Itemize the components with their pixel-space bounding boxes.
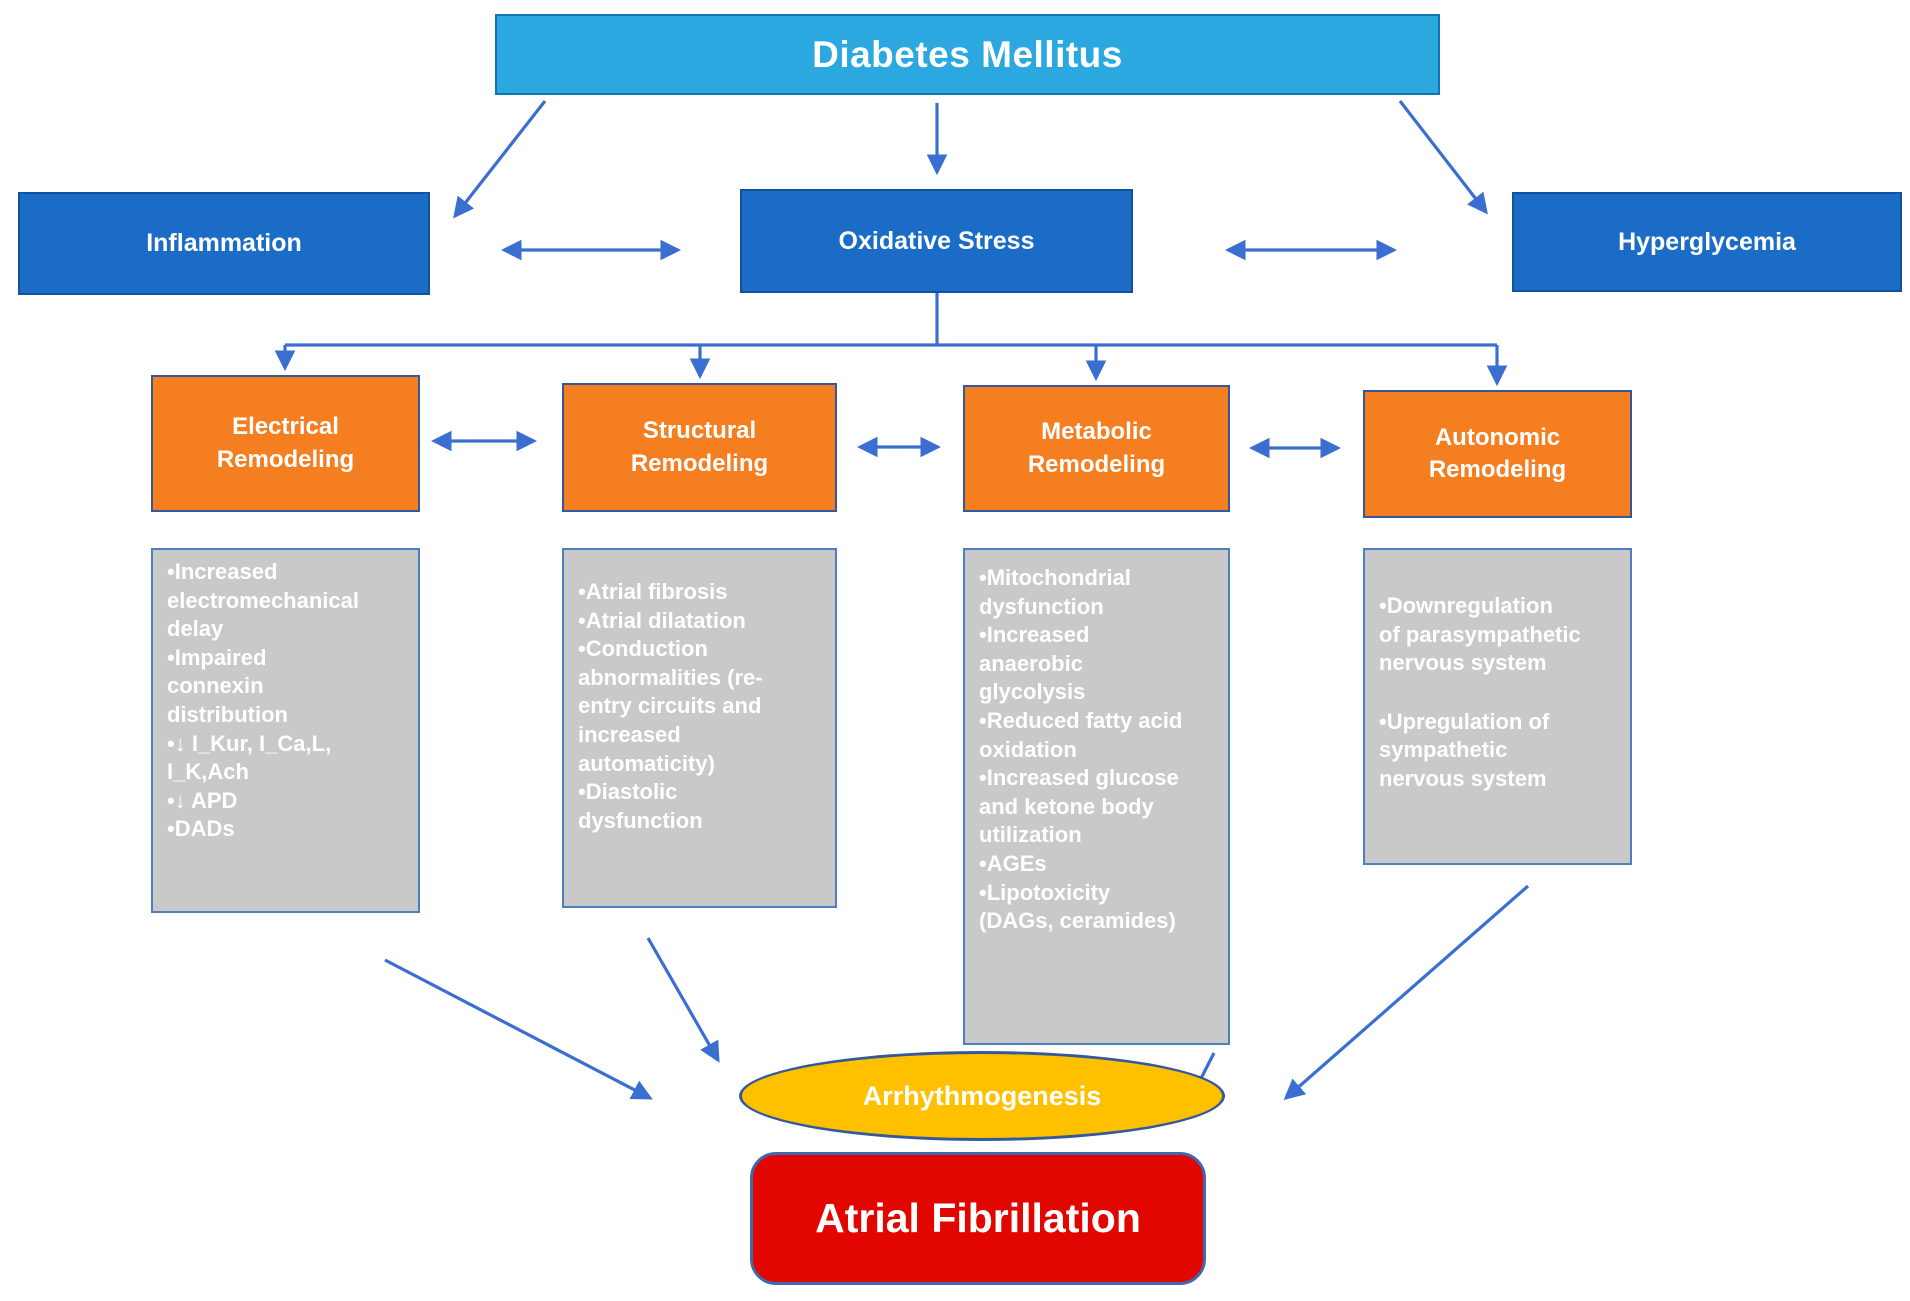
detail-item: •AGEs [979,850,1047,876]
detail-item: •Lipotoxicity (DAGs, ceramides) [979,879,1176,934]
connector-oxidative-to-remodeling-spine [285,293,1497,347]
detail-item: •Mitochondrial dysfunction [979,565,1131,619]
detail-item: •Upregulation of sympathetic nervous sys… [1379,708,1550,791]
node-atrial-fibrillation: Atrial Fibrillation [750,1152,1206,1285]
detail-item: •Atrial fibrosis [578,579,728,604]
detail-item: •Increased anaerobic glycolysis [979,622,1090,705]
arrow-diabetes-to-inflammation [453,100,547,219]
arrow-structural-to-arrhythmogenesis [646,937,720,1063]
panel-autonomic-remodeling-details: •Downregulation of parasympathetic nervo… [1363,548,1632,865]
panel-metabolic-remodeling-details: •Mitochondrial dysfunction •Increased an… [963,548,1230,1045]
detail-item: •Diastolic dysfunction [578,779,703,833]
detail-item: •Downregulation of parasympathetic nervo… [1379,593,1581,676]
node-inflammation: Inflammation [18,192,430,295]
detail-item: •↓ I_Kur, I_Ca,L, I_K,Ach [167,730,332,785]
panel-structural-remodeling-details: •Atrial fibrosis •Atrial dilatation •Con… [562,548,837,908]
detail-item: •Conduction abnormalities (re- entry cir… [578,636,763,776]
node-diabetes-mellitus: Diabetes Mellitus [495,14,1440,95]
arrow-autonomic-to-arrhythmogenesis [1283,884,1530,1101]
detail-item: •Increased electromechanical delay [167,559,359,642]
detail-item: •DADs [167,816,235,842]
node-autonomic-remodeling: Autonomic Remodeling [1363,390,1632,518]
node-metabolic-remodeling: Metabolic Remodeling [963,385,1230,512]
node-structural-remodeling: Structural Remodeling [562,383,837,512]
detail-item: •Increased glucose and ketone body utili… [979,765,1179,848]
node-hyperglycemia: Hyperglycemia [1512,192,1902,292]
panel-electrical-remodeling-details: •Increased electromechanical delay •Impa… [151,548,420,913]
detail-item: •Atrial dilatation [578,607,746,633]
detail-item: •↓ APD [167,787,238,813]
node-arrhythmogenesis: Arrhythmogenesis [739,1051,1225,1141]
detail-item: •Impaired connexin distribution [167,644,288,727]
node-oxidative-stress: Oxidative Stress [740,189,1133,293]
detail-item: •Reduced fatty acid oxidation [979,707,1183,762]
arrow-electrical-to-arrhythmogenesis [384,958,653,1100]
arrow-diabetes-to-hyperglycemia [1398,100,1488,215]
node-electrical-remodeling: Electrical Remodeling [151,375,420,512]
